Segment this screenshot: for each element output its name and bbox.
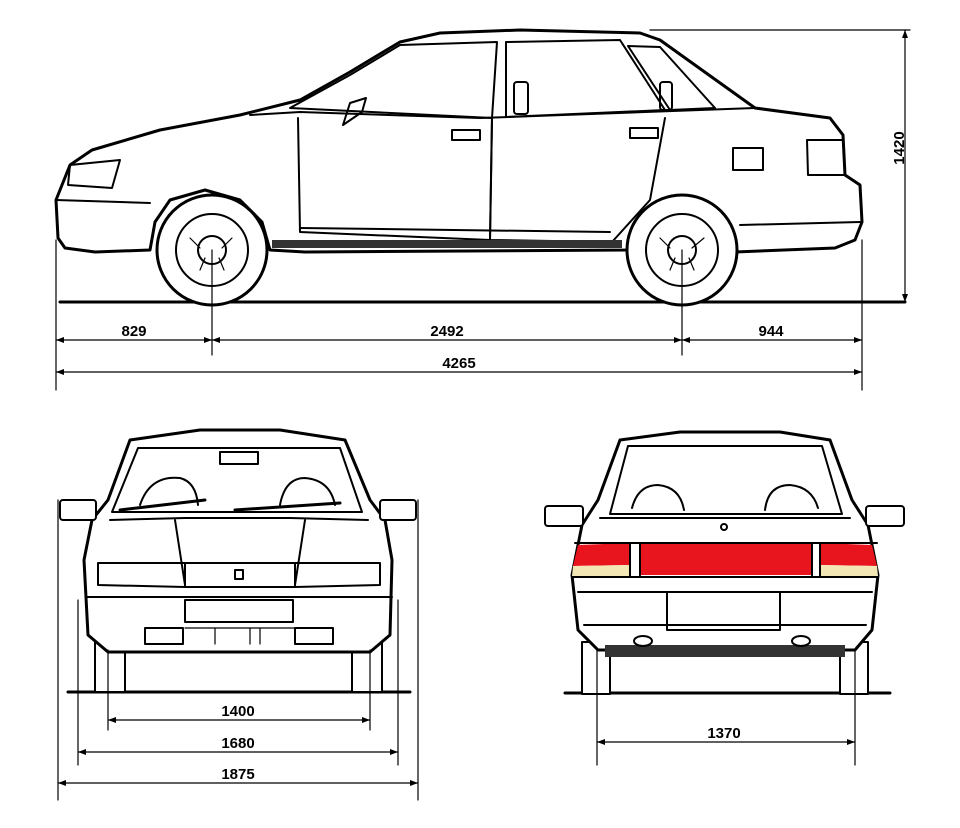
rear-trunk-lock [720,523,728,531]
rear-body-outline [570,430,880,652]
rear-left-exhaust [633,635,653,647]
front-windshield [111,447,363,513]
rear-left-side-mirror [544,505,584,527]
front-view: 1400 1680 1875 [57,428,419,801]
front-lower-grille [184,627,296,645]
front-wipers [118,498,342,512]
rear-right-taillight [820,543,877,566]
front-dimensions [57,499,419,801]
side-front-seat [513,81,529,115]
wheelbase-label: 2492 [430,323,463,340]
front-grille [184,562,296,588]
front-track-label: 1400 [221,703,254,720]
front-right-fog-lamp [294,627,334,645]
side-mirror [342,97,367,126]
side-view: 829 2492 944 4265 1420 [54,28,911,391]
overall-length-label: 4265 [442,355,475,372]
rear-underbody-shadow [605,645,845,657]
rear-right-seat [764,484,819,511]
rear-left-reflector [572,565,630,576]
side-rear-door-handle [629,127,659,139]
side-front-door-handle [451,129,481,141]
rear-left-taillight [573,543,630,566]
rear-overhang-label: 944 [758,323,784,340]
rear-view: 1370 [544,430,905,766]
front-left-side-mirror [59,499,97,521]
rear-dimensions [596,649,856,766]
side-front-window [289,41,498,119]
side-quarter-window [627,45,716,111]
side-headlamp [67,159,121,189]
front-outer-width-label: 1680 [221,735,254,752]
front-left-fog-lamp [144,627,184,645]
side-sill-shadow [272,240,622,248]
rear-window [609,445,843,515]
front-right-seat [279,477,336,506]
rear-left-tyre [581,641,611,695]
rear-left-seat [631,484,685,511]
rear-right-exhaust [791,635,811,647]
overall-width-label: 1875 [221,766,254,783]
side-dimensions [55,29,911,391]
front-license-plate [184,599,294,623]
front-left-seat [139,476,199,506]
rear-right-side-mirror [865,505,905,527]
rear-license-plate [666,591,781,631]
side-rear-seat [659,81,673,111]
front-overhang-label: 829 [121,323,146,340]
rear-light-outlines [571,542,879,578]
rear-right-reflector [820,565,878,576]
rear-center-light-panel [640,543,812,575]
front-emblem [234,569,244,580]
side-sill-line [299,227,611,233]
rear-track-label: 1370 [707,725,740,742]
front-hood-creases [174,519,306,586]
front-right-side-mirror [379,499,417,521]
side-rear-bumper-line [739,221,861,226]
front-hood-line [109,517,369,521]
side-front-bumper-line [55,199,151,204]
side-tail-lamp [806,139,846,176]
front-rear-view-mirror [219,451,259,465]
overall-height-label: 1420 [891,131,908,164]
side-fuel-flap [732,147,764,171]
